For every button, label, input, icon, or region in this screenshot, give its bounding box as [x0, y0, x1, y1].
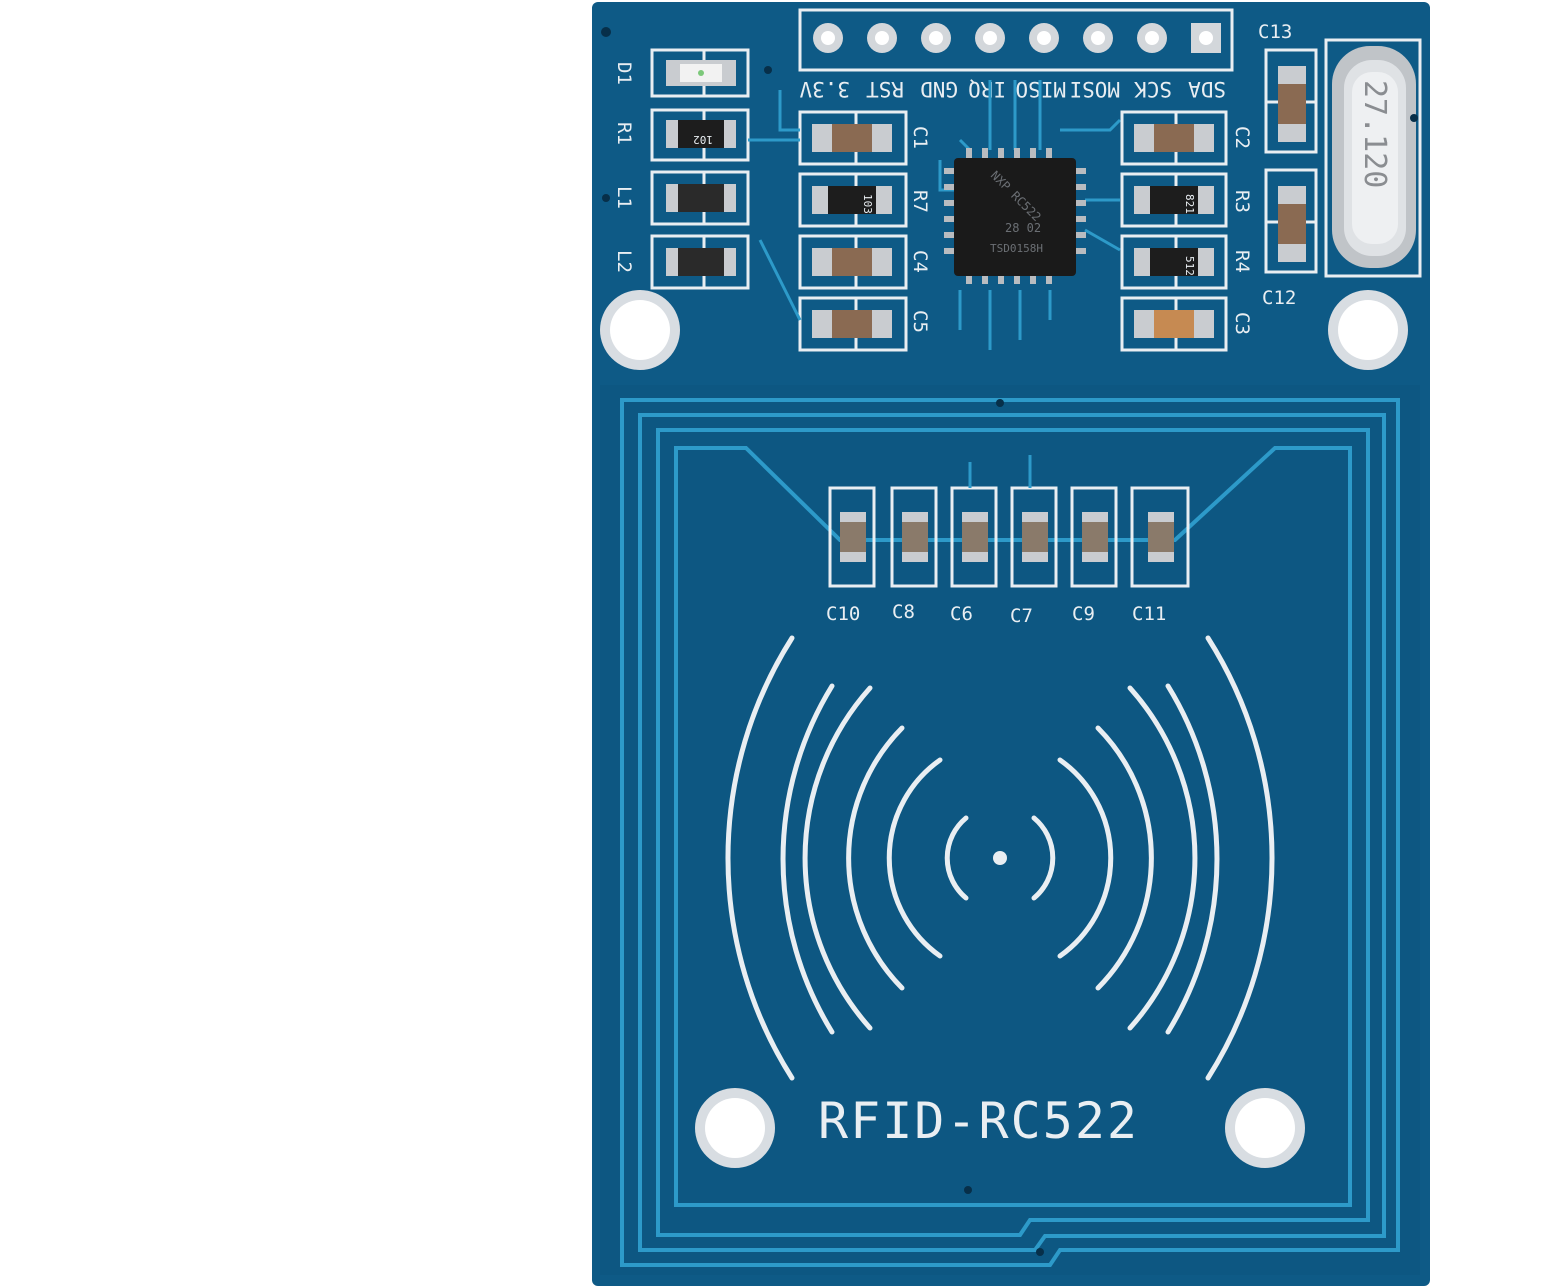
label-d1: D1: [613, 62, 635, 85]
label-c3: C3: [1231, 312, 1253, 335]
inductor-l1: [666, 184, 736, 212]
capacitor-c9: [1082, 512, 1108, 562]
capacitor-c6: [962, 512, 988, 562]
capacitor-c12: [1278, 186, 1306, 262]
led-d1: [666, 60, 736, 86]
chip-traces: [748, 80, 1122, 350]
header-pins: [798, 8, 1234, 72]
pin-label-sck: SCK: [1134, 77, 1172, 101]
mounting-hole-top-left: [600, 290, 680, 370]
mounting-hole-top-right: [1328, 290, 1408, 370]
chip-mark-2: 28 02: [1005, 221, 1041, 235]
rc522-chip: NXP RC522 28 02 TSD0158H: [944, 148, 1086, 284]
capacitor-c2: [1134, 124, 1214, 152]
label-r7: R7: [909, 190, 931, 213]
pin-label-rst: RST: [866, 77, 904, 101]
right-ref-labels: C13 C12: [1258, 21, 1296, 309]
left-components: 102: [650, 48, 750, 290]
label-c7: C7: [1010, 605, 1033, 627]
label-r4: R4: [1231, 250, 1253, 273]
label-l1: L1: [613, 186, 635, 209]
label-c2: C2: [1231, 126, 1253, 149]
resistor-r1-mark: 102: [693, 133, 713, 146]
mounting-hole-bottom-right: [1225, 1088, 1305, 1168]
mounting-hole-bottom-left: [695, 1088, 775, 1168]
inductor-l2: [666, 248, 736, 276]
resistor-r1: [666, 120, 736, 148]
middle-right-components: 821 512: [1120, 110, 1228, 352]
chip-mark-3: TSD0158H: [990, 242, 1043, 255]
capacitor-c4: [812, 248, 892, 276]
crystal-mark: 27.120: [1357, 80, 1392, 188]
capacitor-c1: [812, 124, 892, 152]
middle-left-ref-labels: C1 R7 C4 C5: [909, 126, 931, 333]
pin-label-mosi: MOSI: [1069, 77, 1120, 101]
capacitor-c10: [840, 512, 866, 562]
middle-left-components: 103: [798, 110, 908, 352]
resistor-r4: [1134, 248, 1214, 276]
label-c13: C13: [1258, 21, 1292, 43]
pin-label-gnd: GND: [920, 77, 958, 101]
pin-label-3v3: 3.3V: [799, 77, 850, 101]
label-c8: C8: [892, 601, 915, 623]
pin-label-irq: IRQ: [968, 77, 1006, 101]
capacitor-c7: [1022, 512, 1048, 562]
resistor-r3: [1134, 186, 1214, 214]
label-c4: C4: [909, 250, 931, 273]
label-r1: R1: [613, 122, 635, 145]
resistor-r7: [812, 186, 892, 214]
left-ref-labels: D1 R1 L1 L2: [613, 62, 635, 273]
capacitor-c11: [1148, 512, 1174, 562]
middle-right-ref-labels: C2 R3 R4 C3: [1231, 126, 1253, 335]
label-c12: C12: [1262, 287, 1296, 309]
label-c11: C11: [1132, 603, 1166, 625]
resistor-r3-mark: 821: [1183, 194, 1196, 214]
antenna-traces: [620, 398, 1400, 1267]
wireless-wave-icon: [725, 635, 1275, 1081]
board-title: RFID-RC522: [818, 1092, 1139, 1150]
capacitor-c13: [1278, 66, 1306, 142]
label-c10: C10: [826, 603, 860, 625]
tuning-capacitors: [828, 455, 1190, 588]
right-components: 27.120: [1264, 38, 1422, 278]
resistor-r4-mark: 512: [1183, 256, 1196, 276]
label-c6: C6: [950, 603, 973, 625]
label-r3: R3: [1231, 190, 1253, 213]
vias: [601, 27, 1418, 1256]
capacitor-c3: [1134, 310, 1214, 338]
tuning-ref-labels: C10 C8 C6 C7 C9 C11: [826, 601, 1166, 627]
label-c5: C5: [909, 310, 931, 333]
label-l2: L2: [613, 250, 635, 273]
crystal-oscillator: 27.120: [1332, 46, 1416, 268]
pin-label-sda: SDA: [1188, 77, 1226, 101]
capacitor-c8: [902, 512, 928, 562]
capacitor-c5: [812, 310, 892, 338]
label-c1: C1: [909, 126, 931, 149]
mounting-holes: [600, 290, 1408, 1168]
resistor-r7-mark: 103: [861, 194, 874, 214]
label-c9: C9: [1072, 603, 1095, 625]
